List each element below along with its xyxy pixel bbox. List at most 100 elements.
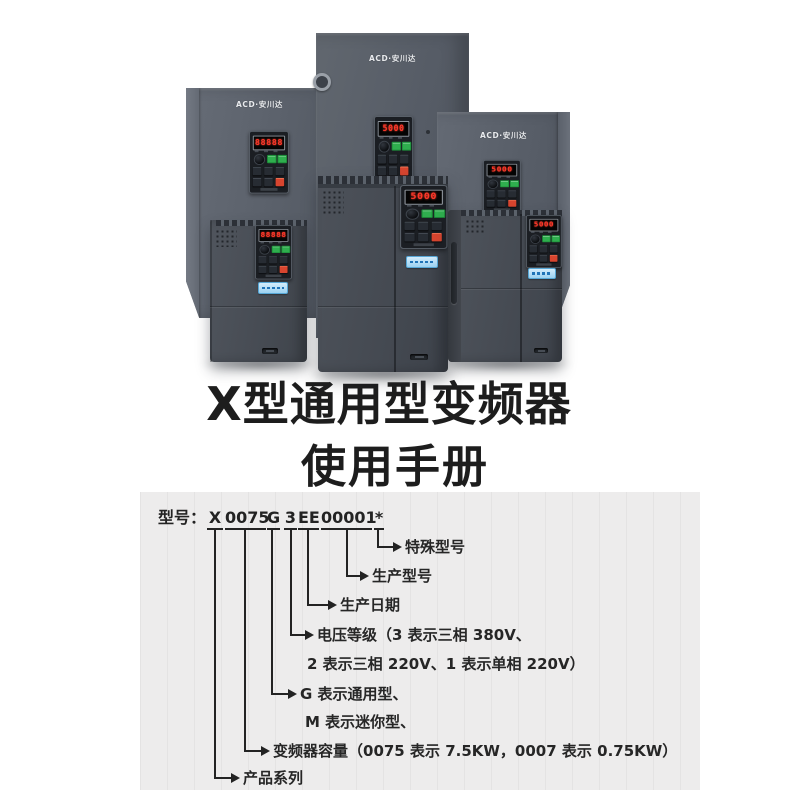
status-led-row bbox=[260, 241, 285, 244]
seven-segment-display: 5000 bbox=[533, 220, 554, 229]
reset-key bbox=[275, 177, 285, 187]
panel-label bbox=[536, 263, 552, 266]
keypad-key bbox=[258, 265, 267, 273]
annotation-capacity: 变频器容量（0075 表示 7.5KW，0007 表示 0.75KW） bbox=[273, 742, 678, 760]
keypad-key bbox=[539, 254, 548, 262]
spec-sticker bbox=[406, 256, 438, 268]
connector-line bbox=[271, 530, 273, 694]
door-seam bbox=[394, 186, 396, 372]
control-panel: 5000 bbox=[526, 215, 562, 269]
keypad-key bbox=[431, 221, 442, 231]
panel-label bbox=[493, 208, 510, 211]
keypad-key bbox=[404, 221, 415, 231]
vent-grille bbox=[465, 219, 485, 235]
mounting-flange bbox=[186, 88, 199, 318]
keypad-key bbox=[388, 154, 398, 164]
panel-knob bbox=[259, 245, 270, 255]
door-seam bbox=[520, 214, 522, 362]
reset-key bbox=[400, 166, 409, 176]
connector-line bbox=[290, 634, 305, 636]
stop-button bbox=[281, 245, 291, 253]
model-prefix: 型号： bbox=[158, 508, 207, 527]
keypad-key bbox=[529, 254, 538, 262]
seven-segment-display: 5000 bbox=[410, 192, 438, 202]
connector-line bbox=[377, 546, 393, 548]
connector-line bbox=[307, 530, 309, 605]
connector-line bbox=[244, 530, 246, 751]
spec-sticker bbox=[258, 282, 288, 294]
run-button bbox=[267, 154, 277, 164]
display-window: 5000 bbox=[486, 163, 518, 177]
control-panel: 5000 bbox=[483, 160, 521, 214]
model-nomenclature-panel: 型号： X 0075 G 3 EE 00001 * 特殊型号 生产型号 生产日期… bbox=[140, 492, 700, 790]
keypad-key bbox=[400, 154, 409, 164]
stop-button bbox=[401, 141, 412, 151]
product-photo: ACD·安川达 88888 ACD·安川达 5000 bbox=[0, 0, 800, 382]
arrowhead-icon bbox=[231, 773, 240, 783]
display-window: 88888 bbox=[252, 135, 286, 151]
display-window: 5000 bbox=[529, 218, 559, 232]
edge-seam bbox=[210, 220, 212, 362]
model-token-special: * bbox=[374, 506, 384, 530]
run-button bbox=[421, 209, 433, 218]
keypad-key bbox=[264, 177, 273, 187]
terminal-slot bbox=[534, 348, 548, 353]
arrowhead-icon bbox=[360, 571, 369, 581]
status-led-row bbox=[531, 231, 555, 233]
stop-button bbox=[510, 180, 519, 188]
panel-label bbox=[260, 188, 278, 191]
model-token-date: EE bbox=[298, 506, 320, 530]
model-token-prod: 00001 bbox=[321, 506, 377, 530]
run-button bbox=[391, 141, 401, 151]
keypad-key bbox=[252, 177, 262, 187]
status-led-row bbox=[488, 176, 514, 178]
panel-label bbox=[413, 243, 434, 247]
annotation-product-series: 产品系列 bbox=[243, 769, 304, 787]
keypad-key bbox=[377, 166, 387, 176]
seven-segment-display: 88888 bbox=[254, 137, 284, 148]
keypad-key bbox=[377, 154, 387, 164]
panel-label bbox=[265, 274, 282, 277]
inverter-front-left: 88888 bbox=[210, 220, 307, 362]
keypad-key bbox=[269, 256, 277, 264]
panel-knob bbox=[253, 154, 266, 166]
connector-line bbox=[290, 530, 292, 635]
seven-segment-display: 5000 bbox=[491, 165, 513, 174]
heatsink-fins bbox=[216, 220, 307, 226]
reset-key bbox=[549, 254, 558, 262]
annotation-voltage-line2: 2 表示三相 220V、1 表示单相 220V） bbox=[307, 655, 585, 673]
annotation-production-model: 生产型号 bbox=[372, 567, 433, 585]
heatsink-fins bbox=[461, 210, 562, 216]
run-button bbox=[542, 235, 551, 243]
keypad-key bbox=[497, 190, 506, 198]
annotation-type-line2: M 表示迷你型、 bbox=[305, 713, 416, 731]
connector-line bbox=[377, 530, 379, 547]
connector-line bbox=[214, 530, 216, 778]
brand-logo: ACD·安川达 bbox=[479, 131, 528, 140]
panel-knob bbox=[378, 140, 390, 153]
control-panel: 5000 bbox=[374, 116, 414, 184]
stop-button bbox=[433, 209, 446, 218]
handle-slot bbox=[451, 242, 457, 304]
body-seam bbox=[318, 306, 448, 307]
keypad-key bbox=[264, 166, 273, 176]
display-window: 5000 bbox=[404, 189, 443, 205]
connector-line bbox=[346, 575, 360, 577]
display-window: 5000 bbox=[377, 120, 410, 137]
panel-knob bbox=[530, 234, 541, 244]
connector-line bbox=[271, 693, 288, 695]
manual-title: X型通用型变频器 bbox=[206, 377, 572, 431]
keypad-key bbox=[279, 256, 288, 264]
keypad-key bbox=[497, 199, 506, 207]
arrowhead-icon bbox=[261, 746, 270, 756]
status-led-row bbox=[254, 150, 282, 153]
keypad-key bbox=[418, 232, 429, 242]
status-led-row bbox=[379, 136, 406, 139]
stop-button bbox=[551, 235, 560, 243]
side-panel bbox=[448, 210, 461, 362]
body-seam bbox=[210, 306, 307, 307]
keypad-key bbox=[252, 166, 262, 176]
annotation-special-model: 特殊型号 bbox=[405, 538, 466, 556]
panel-knob bbox=[487, 179, 499, 189]
terminal-slot bbox=[410, 354, 428, 360]
